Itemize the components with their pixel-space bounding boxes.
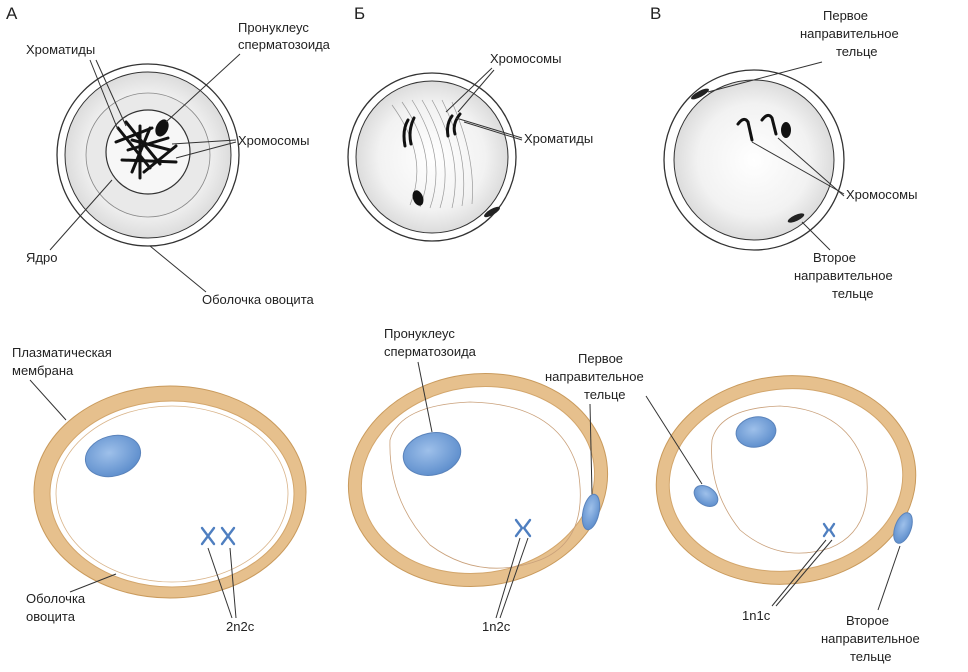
cell-c1 (33, 385, 307, 599)
cell-v-chromosomes-pointer-1 (751, 141, 845, 195)
cell-b-chromatids-pointer-2 (463, 121, 523, 141)
cell-a (56, 63, 240, 247)
cell-c1-cytoplasm (49, 400, 295, 588)
cell-c1-ploidy-pointer-1 (207, 547, 233, 619)
cell-c3-ploidy-pointer-1 (771, 539, 827, 607)
cell-c2-ploidy-label: 1n2c (482, 619, 511, 634)
cell-c1-chromosomes (200, 526, 236, 546)
cell-b-chromosomes-label: Хромосомы (490, 51, 561, 66)
cell-c1-envelope-pointer (69, 573, 117, 593)
cell-c2-pronucleus (402, 432, 462, 476)
cell-v-pronucleus (781, 122, 791, 138)
cell-v-chromosomes-label: Хромосомы (846, 187, 917, 202)
cell-a-nucleus-pointer (49, 179, 113, 251)
cell-c3-first-polar-body (693, 485, 719, 507)
cell-c3 (655, 375, 917, 585)
cell-c3-second-label-3: тельце (850, 649, 892, 664)
cell-c2-chromosomes (514, 518, 532, 538)
cell-a-chromosomes-pointer-2 (175, 141, 237, 159)
cell-a-nucleus-label: Ядро (26, 250, 57, 265)
cell-c2-first-polar-body (581, 493, 601, 531)
cell-v-chromosomes-pointer-2 (777, 137, 845, 197)
cell-c3-chromosomes (822, 522, 836, 538)
cell-c2-ploidy-pointer-2 (499, 537, 529, 619)
cell-c2-first-pointer (589, 403, 593, 495)
cell-c2-pronucleus-pointer (417, 361, 433, 433)
panel-letter-v: В (650, 4, 661, 23)
cell-c1-envelope-label-1: Оболочка (26, 591, 86, 606)
cell-c3-pronucleus (735, 416, 777, 448)
cell-a-chromosomes-pointer-1 (171, 139, 237, 145)
cell-a-chromatids-pointer-2 (95, 59, 127, 127)
cell-c1-ploidy-label: 2n2c (226, 619, 255, 634)
cell-b (347, 72, 517, 242)
cell-a-chromosomes-label: Хромосомы (238, 133, 309, 148)
cell-a-pronucleus-pointer (165, 53, 241, 123)
cell-v-first-pointer (707, 61, 823, 93)
cell-v-membrane (673, 79, 835, 241)
cell-b-chromosomes (402, 112, 462, 148)
cell-c3-second-polar-body (893, 512, 913, 544)
cell-a-chromosome-cluster (114, 120, 178, 180)
cell-c3-inner-membrane (711, 405, 868, 554)
cell-a-pronucleus (155, 119, 169, 137)
cell-a-pronucleus-label-1: Пронуклеус (238, 20, 309, 35)
cell-c3-ploidy-label: 1n1c (742, 608, 771, 623)
cell-c3-cytoplasm (668, 388, 904, 572)
cell-c2-first-label-3: тельце (584, 387, 626, 402)
cell-c3-ploidy-pointer-2 (775, 539, 833, 607)
cell-b-chromosomes-pointer-1 (445, 67, 493, 113)
cell-c3-second-label-1: Второе (846, 613, 889, 628)
cell-v-first-label-1: Первое (823, 8, 868, 23)
cell-v-second-label-3: тельце (832, 286, 874, 301)
cell-c1-pronucleus (84, 434, 142, 478)
cell-a-envelope-pointer (149, 245, 207, 293)
cell-a-envelope-label: Оболочка овоцита (202, 292, 315, 307)
cell-c2-ploidy-pointer-1 (495, 537, 521, 619)
cell-c2 (347, 372, 609, 588)
cell-c2-first-label-1: Первое (578, 351, 623, 366)
cell-c1-membrane-label-1: Плазматическая (12, 345, 112, 360)
panel-letter-b: Б (354, 4, 365, 23)
cell-c1-membrane-pointer (29, 379, 67, 421)
cell-b-first-polar-body (484, 206, 500, 218)
cell-c1-ploidy-pointer-2 (229, 547, 237, 619)
cell-v (663, 69, 845, 251)
cell-v-second-label-2: направительное (794, 268, 893, 283)
cell-a-nucleus (105, 109, 191, 195)
cell-v-first-label-3: тельце (836, 44, 878, 59)
cell-b-chromatids-label: Хроматиды (524, 131, 593, 146)
panel-letter-a: А (6, 4, 18, 23)
cell-c2-cytoplasm (360, 385, 596, 575)
cell-b-chromosomes-pointer-2 (457, 69, 495, 113)
cell-a-chromatids-pointer (89, 59, 119, 131)
cell-v-second-polar-body (787, 213, 805, 223)
cell-v-first-polar-body (691, 88, 709, 100)
cell-a-chromatids-label: Хроматиды (26, 42, 95, 57)
cell-c2-first-label-2: направительное (545, 369, 644, 384)
cell-c2-pronucleus-label-2: сперматозоида (384, 344, 477, 359)
cell-c2-pronucleus-label-1: Пронуклеус (384, 326, 455, 341)
cell-v-chromosomes (736, 113, 778, 142)
cell-a-pronucleus-label-2: сперматозоида (238, 37, 331, 52)
cell-c2-inner-membrane (389, 401, 581, 569)
cell-c3-second-label-2: направительное (821, 631, 920, 646)
cell-v-first-label-2: направительное (800, 26, 899, 41)
cell-c3-second-pointer (877, 545, 901, 611)
cell-c1-membrane (55, 405, 289, 583)
cell-b-membrane (355, 80, 509, 234)
cell-b-chromatids-pointer-1 (455, 117, 523, 139)
cell-b-pronucleus (412, 190, 424, 206)
cell-c3-first-pointer (645, 395, 703, 485)
cell-v-second-pointer (801, 221, 831, 251)
cell-v-second-label-1: Второе (813, 250, 856, 265)
cell-c1-membrane-label-2: мембрана (12, 363, 74, 378)
cell-c1-envelope-label-2: овоцита (26, 609, 76, 624)
